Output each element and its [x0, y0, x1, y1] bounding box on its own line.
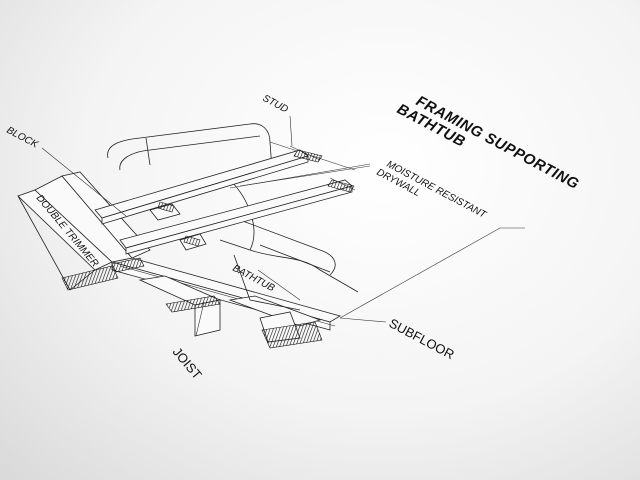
label-stud: STUD	[261, 93, 290, 115]
label-joist: JOIST	[170, 344, 205, 382]
title-line1: FRAMING SUPPORTING	[413, 93, 582, 193]
hatched-ends	[61, 149, 355, 349]
framing-members	[94, 145, 356, 255]
double-trimmer	[17, 171, 151, 291]
label-block: BLOCK	[5, 125, 41, 151]
label-subfloor: SUBFLOOR	[387, 315, 457, 362]
bathtub-body	[107, 123, 359, 311]
leader-lines	[41, 115, 525, 337]
